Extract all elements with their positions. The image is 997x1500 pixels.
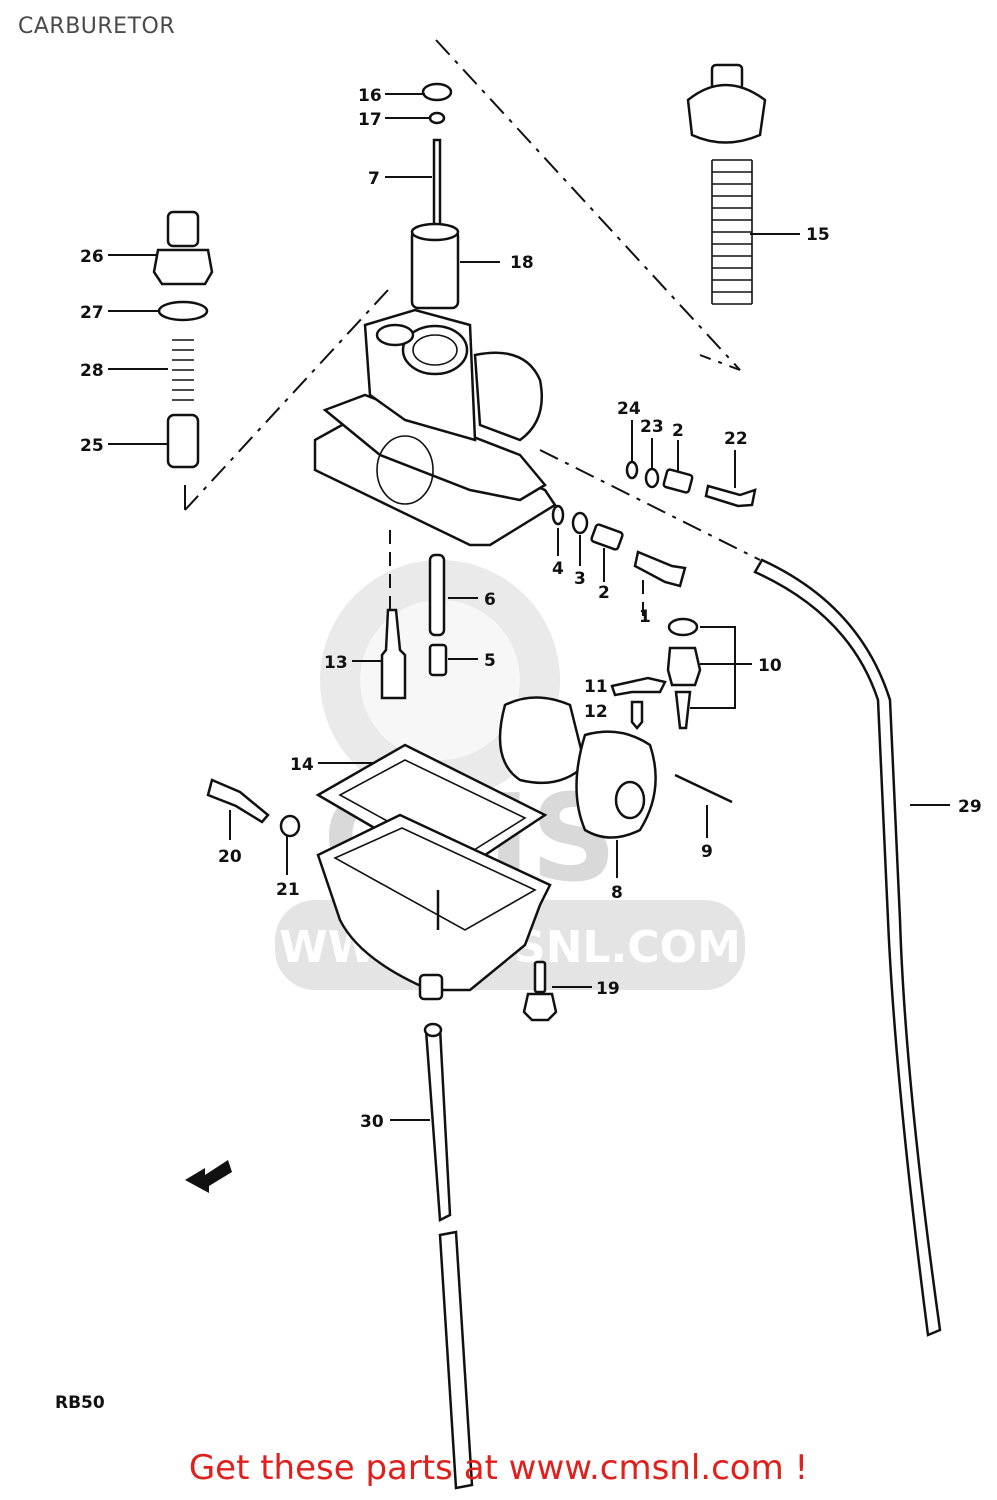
label-4: 4 xyxy=(552,559,564,579)
label-2-top: 2 xyxy=(672,421,684,441)
float-bowl-parts xyxy=(315,743,552,1001)
label-12: 12 xyxy=(584,702,608,722)
label-21: 21 xyxy=(276,880,300,900)
label-7: 7 xyxy=(368,169,380,189)
label-6: 6 xyxy=(484,590,496,610)
model-code: RB50 xyxy=(55,1393,105,1413)
air-screw-parts xyxy=(551,460,757,588)
label-17: 17 xyxy=(358,110,382,130)
forward-arrow-icon xyxy=(185,1160,232,1193)
label-3: 3 xyxy=(574,569,586,589)
label-5: 5 xyxy=(484,651,496,671)
hose-parts xyxy=(423,558,942,1490)
label-13: 13 xyxy=(324,653,348,673)
label-18: 18 xyxy=(510,253,534,273)
top-cap-part-15 xyxy=(686,63,767,305)
label-15: 15 xyxy=(806,225,830,245)
label-28: 28 xyxy=(80,361,104,381)
label-14: 14 xyxy=(290,755,314,775)
label-10: 10 xyxy=(758,656,782,676)
float-parts xyxy=(498,696,733,839)
label-22: 22 xyxy=(724,429,748,449)
fuel-fitting-assembly xyxy=(152,210,214,469)
label-23: 23 xyxy=(640,417,664,437)
label-30: 30 xyxy=(360,1112,384,1132)
footer-link-text[interactable]: Get these parts at www.cmsnl.com ! xyxy=(188,1448,809,1488)
label-25: 25 xyxy=(80,436,104,456)
label-26: 26 xyxy=(80,247,104,267)
label-2-bottom: 2 xyxy=(598,583,610,603)
label-8: 8 xyxy=(611,883,623,903)
label-27: 27 xyxy=(80,303,104,323)
carburetor-body xyxy=(313,308,557,547)
leader-lines xyxy=(108,93,950,1121)
float-valve-parts xyxy=(610,617,702,730)
label-24: 24 xyxy=(617,399,641,419)
label-1: 1 xyxy=(639,607,651,627)
label-11: 11 xyxy=(584,677,608,697)
jet-parts xyxy=(380,553,448,700)
part-labels: 16 17 7 18 15 26 27 28 25 24 23 2 22 4 3… xyxy=(55,86,982,1413)
drain-screw-parts xyxy=(206,778,558,1022)
label-19: 19 xyxy=(596,979,620,999)
label-29: 29 xyxy=(958,797,982,817)
label-20: 20 xyxy=(218,847,242,867)
label-16: 16 xyxy=(358,86,382,106)
diagram-title: CARBURETOR xyxy=(18,14,176,39)
needle-assembly xyxy=(410,82,460,310)
label-9: 9 xyxy=(701,842,713,862)
